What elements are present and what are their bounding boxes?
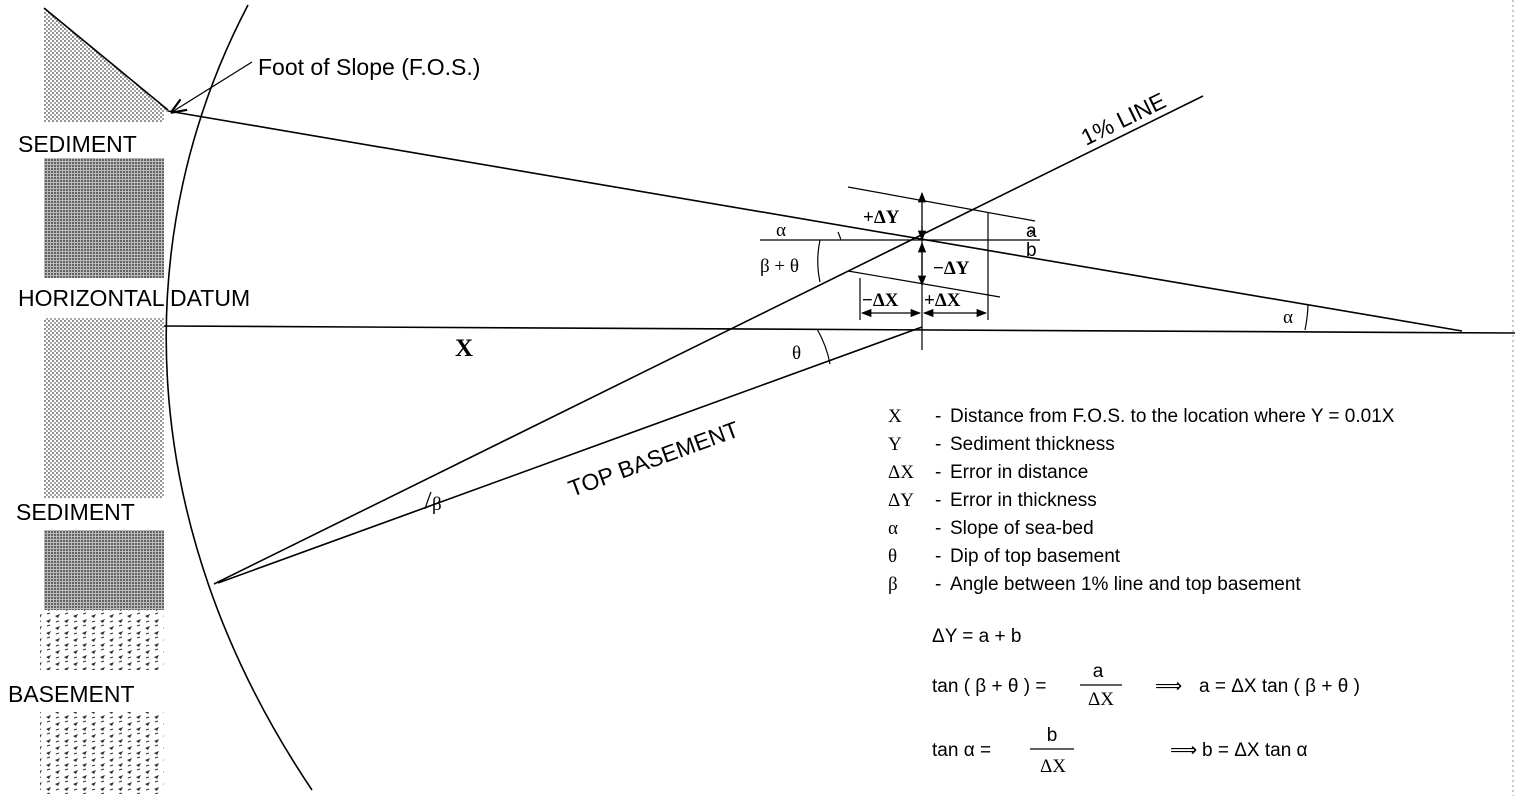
- label-sediment-top: SEDIMENT: [18, 131, 137, 157]
- legend-sep-4: -: [935, 518, 941, 539]
- label-beta-theta: β + θ: [760, 256, 799, 277]
- basement-column-lower: [40, 712, 164, 794]
- formula-a-result: a = ΔX tan ( β + θ ): [1199, 676, 1360, 697]
- legend-symbol-6: β: [888, 574, 898, 595]
- formula-b-numerator: b: [1047, 725, 1058, 746]
- label-minus-dx: −ΔX: [862, 290, 899, 311]
- legend-symbol-0: X: [888, 406, 902, 427]
- sediment-column-mid: [44, 318, 164, 498]
- seabed-slope-line: [167, 110, 1463, 332]
- label-horizontal-datum: HORIZONTAL DATUM: [18, 285, 250, 311]
- formula-dy: ΔY = a + b: [932, 626, 1021, 647]
- legend-sep-5: -: [935, 546, 941, 567]
- label-top-basement: TOP BASEMENT: [565, 416, 742, 502]
- sediment-column-dense: [44, 158, 164, 278]
- sediment-column-lower: [44, 530, 164, 610]
- legend-text-2: Error in distance: [950, 462, 1088, 483]
- label-a: a: [1026, 221, 1037, 242]
- legend-symbol-3: ΔY: [888, 490, 914, 511]
- formula-tan-alpha: tan α =: [932, 740, 991, 761]
- implies-arrow-1: ⟹: [1155, 676, 1182, 697]
- horizontal-datum-line: [163, 325, 1515, 334]
- stratigraphic-column: [40, 7, 169, 794]
- formula-dx-denominator-2: ΔX: [1040, 756, 1066, 777]
- label-b: b: [1026, 240, 1037, 261]
- error-construction: [760, 186, 1040, 350]
- alpha-left-arc: [837, 231, 842, 241]
- label-plus-dx: +ΔX: [924, 290, 961, 311]
- legend-sep-0: -: [935, 406, 941, 427]
- label-minus-dy: −ΔY: [933, 258, 970, 279]
- formula-tan-beta-theta: tan ( β + θ ) =: [932, 676, 1046, 697]
- label-foot-of-slope: Foot of Slope (F.O.S.): [258, 54, 480, 80]
- sediment-column-upper: [44, 112, 164, 122]
- formula-a-numerator: a: [1093, 661, 1104, 682]
- legend-text-0: Distance from F.O.S. to the location whe…: [950, 406, 1395, 427]
- legend-sep-1: -: [935, 434, 941, 455]
- label-sediment-bottom: SEDIMENT: [16, 499, 135, 525]
- one-percent-line: [213, 95, 1204, 585]
- label-beta: β: [432, 494, 442, 515]
- alpha-right-arc: [1304, 304, 1309, 331]
- label-alpha-left: α: [776, 220, 786, 241]
- theta-arc: [816, 328, 831, 365]
- legend-symbol-1: Y: [888, 434, 902, 455]
- legend-symbol-5: θ: [888, 546, 897, 567]
- legend-text-6: Angle between 1% line and top basement: [950, 574, 1301, 595]
- label-basement: BASEMENT: [8, 681, 135, 707]
- label-theta: θ: [792, 343, 801, 364]
- implies-arrow-2: ⟹: [1170, 740, 1197, 761]
- label-alpha-right: α: [1283, 307, 1293, 328]
- legend-text-4: Slope of sea-bed: [950, 518, 1094, 539]
- beta-arc: [424, 491, 432, 510]
- formulas: ΔY = a + b tan ( β + θ ) = a ΔX ⟹ a = ΔX…: [932, 626, 1360, 777]
- formula-dx-denominator-1: ΔX: [1088, 689, 1114, 710]
- fos-leader-arrow: [172, 61, 253, 112]
- top-basement-line: [217, 326, 923, 584]
- beta-theta-arc: [817, 239, 821, 283]
- legend-text-3: Error in thickness: [950, 490, 1097, 511]
- legend-text-5: Dip of top basement: [950, 546, 1121, 567]
- legend-symbol-4: α: [888, 518, 898, 539]
- legend: X - Distance from F.O.S. to the location…: [888, 406, 1395, 595]
- legend-sep-3: -: [935, 490, 941, 511]
- legend-sep-2: -: [935, 462, 941, 483]
- formula-b-result: b = ΔX tan α: [1202, 740, 1308, 761]
- legend-symbol-2: ΔX: [888, 462, 914, 483]
- label-x: X: [455, 335, 473, 362]
- label-plus-dy: +ΔY: [863, 207, 900, 228]
- basement-column-upper: [40, 610, 164, 670]
- reference-arc: [165, 4, 313, 791]
- legend-sep-6: -: [935, 574, 941, 595]
- legend-text-1: Sediment thickness: [950, 434, 1115, 455]
